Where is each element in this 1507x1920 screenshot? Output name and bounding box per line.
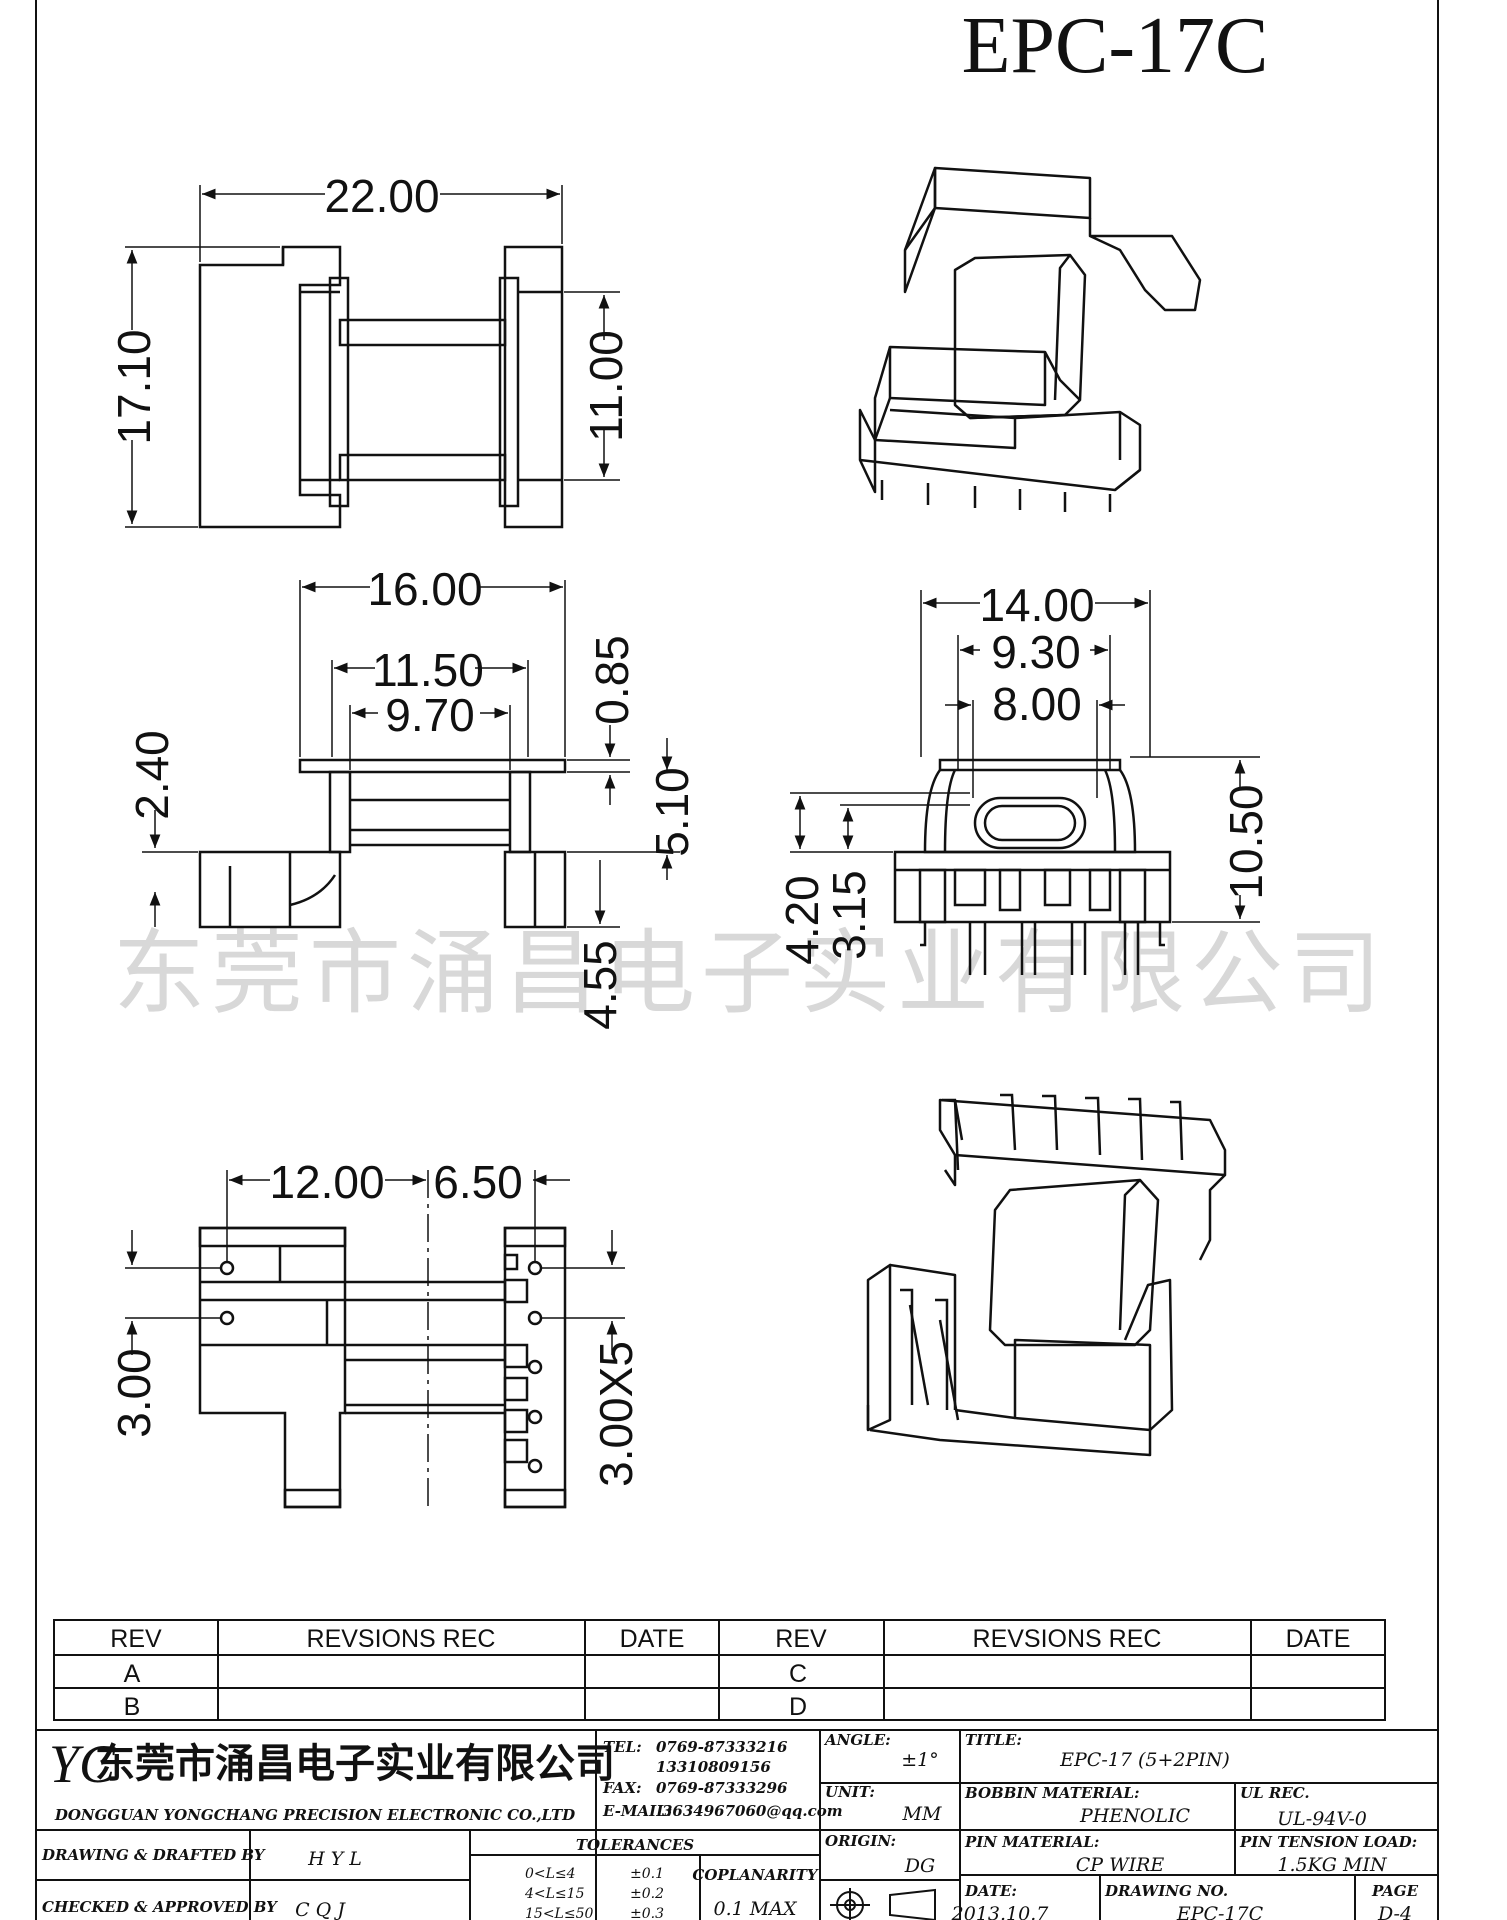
- bottom-view-pin-holes: [219, 1260, 543, 1474]
- drawing-title: EPC-17C: [962, 2, 1269, 90]
- date-label: DATE:: [964, 1882, 1017, 1900]
- rev-row-a: A: [124, 1660, 141, 1688]
- drawing-no-value: EPC-17C: [1176, 1903, 1264, 1920]
- pin-tension-label: PIN TENSION LOAD:: [1239, 1833, 1417, 1851]
- tol-value-1: ±0.1: [630, 1866, 664, 1882]
- dim-bot-pitch-left: 3.00: [108, 1348, 160, 1438]
- rev-row-b: B: [124, 1693, 141, 1721]
- unit-value: MM: [902, 1803, 942, 1825]
- iso-view-lower-pins: [900, 1093, 1184, 1421]
- rev-header-rec: REVSIONS REC: [307, 1625, 496, 1653]
- dim-bot-right: 6.50: [433, 1156, 523, 1208]
- rev-row-c: C: [789, 1660, 807, 1688]
- page-value: D-4: [1377, 1903, 1412, 1920]
- revision-table: [53, 1619, 1386, 1721]
- tel-value: 0769-87333216: [656, 1738, 788, 1756]
- dim-side-w: 14.00: [979, 579, 1094, 631]
- fax-label: FAX:: [602, 1779, 642, 1797]
- top-view: [198, 245, 564, 529]
- dim-foot-h: 4.55: [574, 940, 626, 1030]
- tol-value-2: ±0.2: [630, 1886, 664, 1902]
- dim-front-inner: 9.70: [385, 689, 475, 741]
- dim-side-mid: 9.30: [991, 626, 1081, 678]
- checked-by-label: CHECKED & APPROVED BY: [42, 1898, 278, 1916]
- projection-symbol-icon: [830, 1888, 936, 1920]
- front-view-dimensions: [142, 580, 680, 928]
- rev-header-date-2: DATE: [1286, 1625, 1351, 1653]
- iso-view-upper-pins: [880, 480, 1112, 512]
- tel2-value: 13310809156: [656, 1758, 771, 1776]
- dim-side-inner: 8.00: [992, 678, 1082, 730]
- tol-range-2: 4<L≤15: [524, 1886, 585, 1902]
- rev-header-rev-2: REV: [775, 1625, 827, 1653]
- front-view: [198, 758, 567, 929]
- dim-top-height: 17.10: [108, 329, 160, 444]
- dim-top-inner: 11.00: [580, 330, 632, 442]
- unit-label: UNIT:: [825, 1783, 875, 1801]
- dim-mid-h: 5.10: [646, 767, 698, 857]
- bottom-view: [198, 1226, 567, 1509]
- pin-material-label: PIN MATERIAL:: [964, 1833, 1099, 1851]
- pin-material-value: CP WIRE: [1076, 1854, 1165, 1876]
- dim-side-h: 10.50: [1220, 784, 1272, 899]
- dim-top-width: 22.00: [324, 170, 439, 222]
- tol-value-3: ±0.3: [630, 1906, 664, 1920]
- rev-header-rev: REV: [110, 1625, 162, 1653]
- coplanarity-label: COPLANARITY: [692, 1866, 818, 1884]
- drawn-by-label: DRAWING & DRAFTED BY: [41, 1846, 266, 1864]
- tel-label: TEL:: [603, 1738, 642, 1756]
- checked-by-value: C Q J: [295, 1899, 346, 1920]
- email-label: E-MAIL:: [602, 1802, 672, 1820]
- rev-row-d: D: [789, 1693, 807, 1721]
- tol-range-3: 15<L≤50: [525, 1906, 593, 1920]
- side-view-pins: [920, 922, 1165, 975]
- side-view-dimensions: [790, 590, 1260, 923]
- fax-value: 0769-87333296: [656, 1779, 788, 1797]
- bobbin-value: PHENOLIC: [1079, 1805, 1191, 1827]
- coplanarity-value: 0.1 MAX: [714, 1898, 798, 1920]
- email-value: 3634967060@qq.com: [662, 1802, 843, 1820]
- dim-front-mid: 11.50: [372, 644, 484, 696]
- iso-view-lower: [866, 1098, 1227, 1457]
- title-block-grid: [36, 1729, 1438, 1920]
- company-name-en: DONGGUAN YONGCHANG PRECISION ELECTRONIC …: [54, 1806, 575, 1824]
- rev-header-date: DATE: [620, 1625, 685, 1653]
- angle-label: ANGLE:: [823, 1731, 891, 1749]
- dim-front-outer: 16.00: [367, 563, 482, 615]
- origin-value: DG: [904, 1855, 935, 1877]
- bobbin-label: BOBBIN MATERIAL:: [964, 1784, 1140, 1802]
- company-logo: YC: [49, 1734, 116, 1794]
- origin-label: ORIGIN:: [825, 1832, 896, 1850]
- dim-side-pin1: 4.20: [776, 875, 828, 965]
- page-label: PAGE: [1371, 1882, 1419, 1900]
- drawn-by-value: H Y L: [307, 1848, 362, 1870]
- dim-core-h: 2.40: [126, 730, 178, 820]
- tol-range-1: 0<L≤4: [525, 1866, 576, 1882]
- rev-header-rec-2: REVSIONS REC: [973, 1625, 1162, 1653]
- sheet-border: [35, 0, 1439, 1920]
- ul-label: UL REC.: [1240, 1784, 1310, 1802]
- title-label: TITLE:: [965, 1731, 1022, 1749]
- iso-view-upper: [858, 166, 1202, 494]
- title-value: EPC-17 (5+2PIN): [1059, 1749, 1230, 1771]
- dim-side-pin2: 3.15: [823, 870, 875, 960]
- dim-flange-thk: 0.85: [586, 635, 638, 725]
- side-view: [893, 758, 1172, 924]
- pin-tension-value: 1.5KG MIN: [1277, 1854, 1388, 1876]
- bottom-view-dimensions: [125, 1170, 625, 1510]
- date-value: 2013.10.7: [951, 1903, 1050, 1920]
- company-name-cn: 东莞市涌昌电子实业有限公司: [95, 1742, 615, 1786]
- top-view-dimensions: [125, 185, 620, 528]
- dim-bot-pitch-right: 3.00X5: [590, 1341, 642, 1487]
- watermark-text: 东莞市涌昌电子实业有限公司: [113, 923, 1387, 1025]
- dim-bot-left: 12.00: [269, 1156, 384, 1208]
- drawing-no-label: DRAWING NO.: [1104, 1882, 1228, 1900]
- angle-value: ±1°: [901, 1749, 939, 1771]
- ul-value: UL-94V-0: [1277, 1808, 1367, 1830]
- tolerances-label: TOLERANCES: [576, 1836, 694, 1854]
